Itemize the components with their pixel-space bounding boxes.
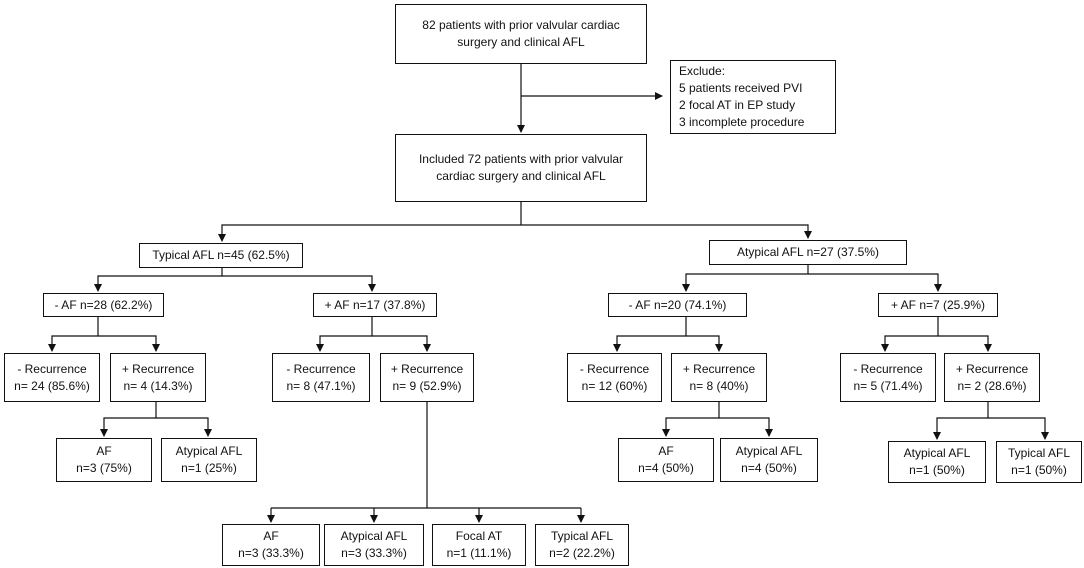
node-text-line: Atypical AFL [340,529,408,543]
node-text-line: 3 incomplete procedure [679,115,805,129]
node-atypical-no-af: - AF n=20 (74.1%) [608,293,747,317]
node-text-line: n=4 (50%) [638,461,694,475]
connector-t-af-split [316,317,373,352]
node-t-af-recurrence: + Recurrence n= 9 (52.9%) [380,353,474,402]
node-text-line: 82 patients with prior valvular cardiac [422,18,620,32]
node-text-line: - Recurrence [853,361,923,376]
node-initial-cohort: 82 patients with prior valvular cardiac s… [395,4,647,64]
connector-l1-l2-split [100,402,157,437]
node-text-line: n= 8 (40%) [689,378,749,393]
node-text-line: AF [658,444,674,458]
node-text-line: - AF n=20 (74.1%) [628,297,727,312]
node-atypical-afl: Atypical AFL n=27 (37.5%) [709,240,907,265]
node-exclusion-criteria: Exclude: 5 patients received PVI 2 focal A… [670,60,836,134]
node-t-af-no-recurrence: - Recurrence n= 8 (47.1%) [272,353,370,402]
node-text-line: Atypical AFL [175,444,243,458]
node-a-noaf-no-recurrence: - Recurrence n= 12 (60%) [567,353,662,402]
node-leaf-af-50: AF n=4 (50%) [618,438,714,482]
node-leaf-af-33: AF n=3 (33.3%) [222,524,320,566]
node-text-line: n= 5 (71.4%) [853,378,923,393]
connector-typical-split [94,268,223,292]
node-leaf-atypical-afl-50-b: Atypical AFL n=1 (50%) [888,441,986,483]
node-text-line: - Recurrence [579,361,650,376]
connector-l10 [988,417,1049,440]
node-text-line: Typical AFL n=45 (62.5%) [152,248,290,262]
node-text-line: - AF n=28 (62.2%) [54,297,153,312]
node-text-line: + AF n=17 (37.8%) [324,297,426,312]
node-text-line: Focal AT [455,529,503,543]
node-t-noaf-no-recurrence: - Recurrence n= 24 (85.6%) [4,353,100,402]
node-a-noaf-recurrence: + Recurrence n= 8 (40%) [671,353,767,402]
node-text-line: n=1 (25%) [181,461,237,475]
node-t-noaf-recurrence: + Recurrence n= 4 (14.3%) [110,353,206,402]
node-text-line: Included 72 patients with prior valvular [418,152,624,166]
node-text-line: n=3 (33.3%) [341,546,407,560]
node-typical-afl: Typical AFL n=45 (62.5%) [139,243,303,268]
node-text-line: surgery and clinical AFL [457,35,585,49]
node-text-line: AF [96,444,112,458]
node-leaf-focal-at: Focal AT n=1 (11.1%) [432,524,526,566]
node-text-line: n=3 (75%) [76,461,132,475]
node-text-line: AF [263,529,279,543]
node-text-line: n=3 (33.3%) [238,546,304,560]
node-text-line: + AF n=7 (25.9%) [890,297,986,312]
node-text-line: Atypical AFL n=27 (37.5%) [737,245,879,259]
node-text-line: n=1 (50%) [909,463,965,477]
node-text-line: n= 8 (47.1%) [286,378,356,393]
node-leaf-atypical-afl-33: Atypical AFL n=3 (33.3%) [324,524,424,566]
node-a-af-recurrence: + Recurrence n= 2 (28.6%) [944,353,1040,402]
node-included-cohort: Included 72 patients with prior valvular… [395,134,647,202]
connector-split-atypical [521,224,812,239]
connector-a-af-rec [938,335,992,352]
node-text-line: + Recurrence [682,361,756,376]
connector-split-typical [218,224,521,242]
connector-atypical-split [682,265,809,292]
connector-typical-af [222,275,376,292]
node-text-line: n=1 (50%) [1011,463,1067,477]
connector-t-af-rec [372,335,431,352]
node-text-line: cardiac surgery and clinical AFL [436,169,606,183]
connector-l7-l8-split [662,402,720,437]
connector-l2 [156,417,212,437]
node-leaf-af-75: AF n=3 (75%) [56,438,152,482]
node-leaf-atypical-afl-50: Atypical AFL n=4 (50%) [720,438,818,482]
node-typical-no-af: - AF n=28 (62.2%) [43,293,164,317]
node-text-line: Atypical AFL [735,444,803,458]
node-typical-with-af: + AF n=17 (37.8%) [313,293,437,317]
node-text-line: Exclude: [679,64,726,78]
connector-a-noaf-rec [686,335,723,352]
node-text-line: - Recurrence [286,361,356,376]
node-text-line: Typical AFL [550,529,614,543]
node-text-line: Atypical AFL [903,446,971,460]
node-text-line: n= 24 (85.6%) [14,378,90,393]
node-text-line: n= 12 (60%) [581,378,648,393]
connector-l9-l10-split [933,402,989,440]
node-text-line: - Recurrence [17,361,87,376]
node-leaf-atypical-afl-25: Atypical AFL n=1 (25%) [161,438,257,482]
node-text-line: n=2 (22.2%) [549,546,615,560]
node-text-line: n=1 (11.1%) [446,546,512,560]
node-text-line: + Recurrence [390,361,464,376]
node-text-line: n= 2 (28.6%) [957,378,1027,393]
node-a-af-no-recurrence: - Recurrence n= 5 (71.4%) [840,353,936,402]
node-text-line: n=4 (50%) [741,461,797,475]
connector-t-noaf-rec [98,335,160,352]
connector-a-noaf-split [613,317,687,352]
node-text-line: n= 9 (52.9%) [392,378,462,393]
node-text-line: Typical AFL [1007,446,1071,460]
node-text-line: + Recurrence [955,361,1029,376]
node-leaf-typical-afl-50: Typical AFL n=1 (50%) [996,441,1082,483]
connector-t-noaf-split [48,317,99,352]
node-text-line: n= 4 (14.3%) [123,378,193,393]
connector-l8 [719,417,773,437]
connector-atypical-af [808,273,942,292]
node-text-line: 2 focal AT in EP study [679,98,796,112]
node-text-line: + Recurrence [121,361,195,376]
node-leaf-typical-afl-22: Typical AFL n=2 (22.2%) [535,524,629,566]
node-text-line: 5 patients received PVI [679,81,803,95]
connector-a-af-split [881,317,939,352]
node-atypical-with-af: + AF n=7 (25.9%) [878,293,998,317]
